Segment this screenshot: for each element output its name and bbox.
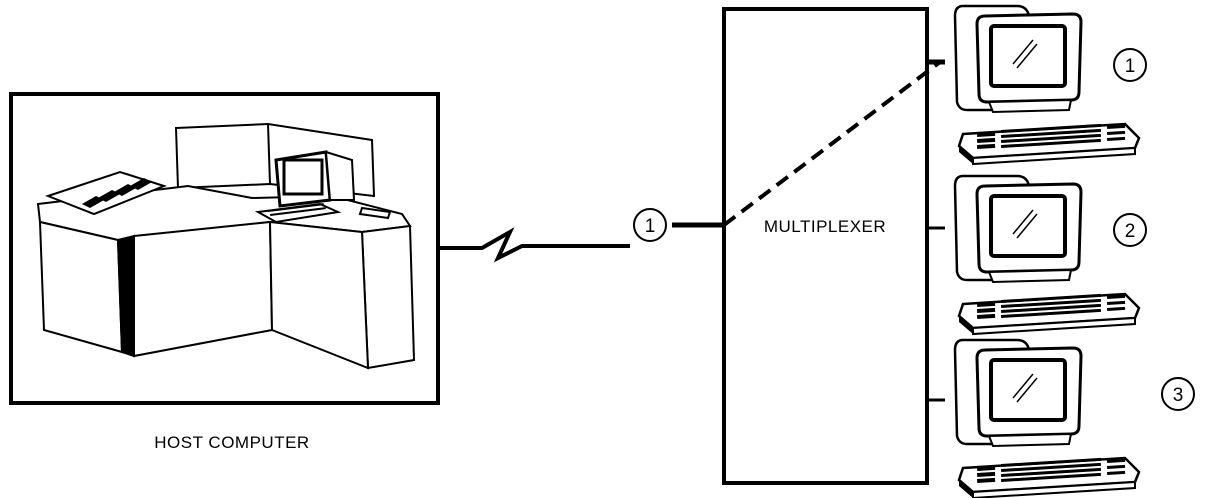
multiplexer-box	[722, 7, 929, 485]
terminal-2-illustration	[953, 174, 1141, 336]
terminal-3-illustration	[953, 338, 1141, 498]
terminal-1	[953, 4, 1141, 166]
terminal-1-number-circle	[1113, 48, 1147, 82]
terminal-3-number-circle	[1161, 377, 1195, 411]
host-computer-label: HOST COMPUTER	[154, 433, 309, 452]
terminal-1-number: 1	[1125, 56, 1136, 77]
telephone-line	[438, 227, 630, 263]
link-number-circle	[633, 208, 667, 242]
terminal-2	[953, 174, 1141, 336]
terminal-3	[953, 338, 1141, 498]
terminal-1-illustration	[953, 4, 1141, 166]
host-computer: HOST COMPUTER	[9, 92, 440, 452]
active-channel-path	[722, 60, 942, 227]
terminal-2-number: 2	[1125, 221, 1136, 242]
host-computer-illustration	[36, 122, 416, 370]
multiplexer-label: MULTIPLEXER	[764, 217, 886, 236]
terminal-2-number-circle	[1113, 213, 1147, 247]
terminal-3-number: 3	[1173, 385, 1184, 406]
communication-link: 1	[438, 208, 724, 263]
multiplexer: MULTIPLEXER	[722, 7, 945, 485]
link-number: 1	[645, 216, 656, 237]
